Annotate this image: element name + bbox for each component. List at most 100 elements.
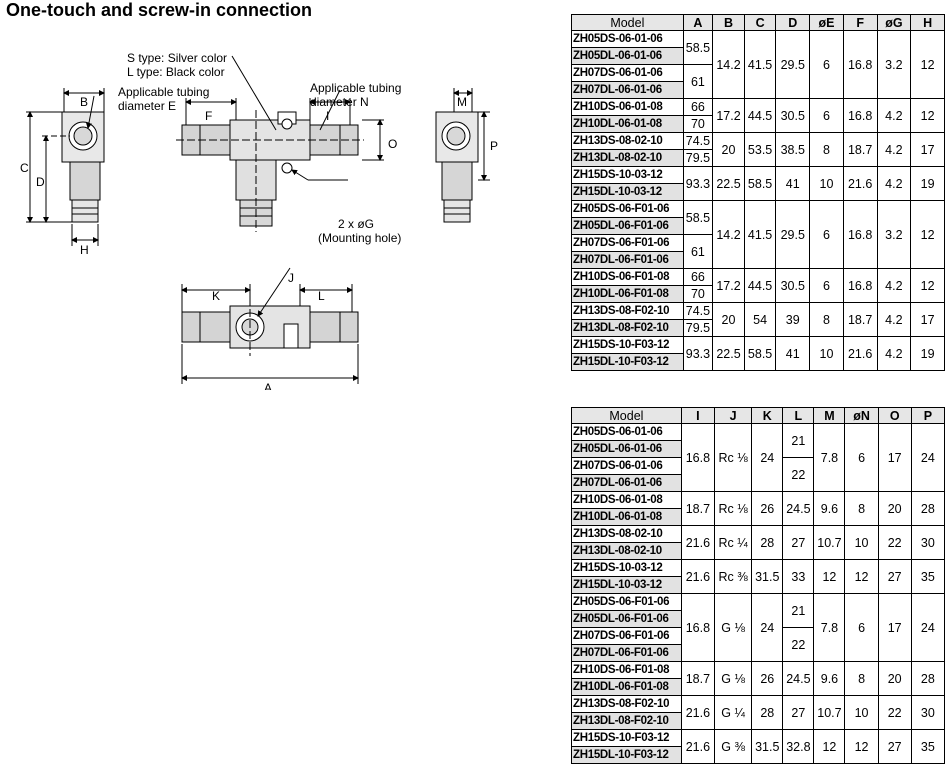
value-cell: 58.5 [682, 30, 714, 65]
value-cell: 21.6 [842, 336, 878, 371]
value-cell: 20 [712, 132, 745, 167]
column-header: D [775, 14, 811, 31]
value-cell: 39 [775, 302, 811, 337]
value-cell: 28 [751, 525, 784, 560]
model-cell: ZH07DL-06-F01-06 [571, 251, 684, 269]
value-cell: 9.6 [813, 491, 846, 526]
side-view-left [61, 111, 105, 223]
model-cell: ZH07DS-06-01-06 [571, 64, 684, 82]
value-cell: 17.2 [712, 98, 745, 133]
column-header: I [680, 407, 715, 424]
model-cell: ZH07DL-06-F01-06 [571, 644, 682, 662]
value-cell: 10 [844, 525, 879, 560]
value-cell: 30.5 [775, 98, 811, 133]
value-cell: 26 [751, 491, 784, 526]
value-cell: 22 [782, 457, 815, 492]
model-cell: ZH05DS-06-01-06 [571, 30, 684, 48]
value-cell: 22.5 [712, 166, 745, 201]
tubing-e-label-line2: diameter E [118, 99, 176, 113]
model-cell: ZH13DS-08-02-10 [571, 525, 682, 543]
value-cell: 12 [910, 98, 945, 133]
value-cell: 18.7 [680, 491, 715, 526]
value-cell: 16.8 [680, 423, 715, 492]
value-cell: 21.6 [680, 525, 715, 560]
value-cell: 35 [910, 729, 946, 764]
column-header: M [813, 407, 846, 424]
model-cell: ZH05DS-06-F01-06 [571, 200, 684, 218]
column-header: L [782, 407, 815, 424]
value-cell: 16.8 [842, 98, 878, 133]
model-cell: ZH15DL-10-F03-12 [571, 353, 684, 371]
dim-c-label: C [20, 161, 29, 175]
value-cell: 28 [910, 661, 946, 696]
value-cell: 66 [682, 98, 714, 116]
value-cell: 29.5 [775, 30, 811, 99]
dimension-drawing: S type: Silver color L type: Black color… [20, 51, 498, 390]
value-cell: 27 [877, 729, 912, 764]
value-cell: 4.2 [876, 336, 912, 371]
l-type-label: L type: Black color [127, 65, 225, 79]
value-cell: 4.2 [876, 132, 912, 167]
value-cell: Rc ⅜ [713, 559, 753, 594]
value-cell: 10.7 [813, 695, 846, 730]
model-cell: ZH05DS-06-F01-06 [571, 593, 682, 611]
column-header: Model [571, 14, 684, 31]
dim-b-label: B [80, 95, 88, 109]
column-header: O [877, 407, 912, 424]
model-cell: ZH15DS-10-03-12 [571, 166, 684, 184]
model-cell: ZH13DS-08-F02-10 [571, 695, 682, 713]
column-header: A [682, 14, 714, 31]
value-cell: 54 [743, 302, 777, 337]
value-cell: 30.5 [775, 268, 811, 303]
value-cell: 61 [682, 234, 714, 269]
model-cell: ZH10DS-06-01-08 [571, 98, 684, 116]
table-row: ZH07DL-06-F01-06 [571, 644, 945, 662]
table-row: ZH07DL-06-F01-06 [571, 251, 945, 269]
table-row: ZH13DL-08-02-10 [571, 542, 945, 560]
value-cell: 22 [782, 627, 815, 662]
value-cell: Rc ¼ [713, 525, 753, 560]
value-cell: 20 [877, 491, 912, 526]
model-cell: ZH10DS-06-F01-08 [571, 268, 684, 286]
value-cell: 31.5 [751, 729, 784, 764]
column-header: K [751, 407, 784, 424]
model-cell: ZH10DL-06-F01-08 [571, 678, 682, 696]
value-cell: 21.6 [842, 166, 878, 201]
value-cell: 3.2 [876, 30, 912, 99]
dim-o-label: O [388, 137, 397, 151]
value-cell: 26 [751, 661, 784, 696]
value-cell: 21.6 [680, 729, 715, 764]
value-cell: 21 [782, 423, 815, 458]
model-cell: ZH07DL-06-01-06 [571, 474, 682, 492]
value-cell: 18.7 [842, 302, 878, 337]
column-header: P [910, 407, 946, 424]
value-cell: 10 [844, 695, 879, 730]
value-cell: 22.5 [712, 336, 745, 371]
value-cell: Rc ⅛ [713, 423, 753, 492]
table-row: ZH15DL-10-03-12 [571, 576, 945, 594]
value-cell: 41.5 [743, 30, 777, 99]
dim-j-label: J [288, 271, 294, 285]
value-cell: 17 [910, 132, 945, 167]
value-cell: 70 [682, 115, 714, 133]
value-cell: 44.5 [743, 268, 777, 303]
value-cell: 20 [712, 302, 745, 337]
value-cell: 93.3 [682, 336, 714, 371]
value-cell: 4.2 [876, 268, 912, 303]
dim-k-label: K [212, 289, 220, 303]
column-header: øE [809, 14, 844, 31]
model-cell: ZH05DL-06-F01-06 [571, 217, 684, 235]
table-row: ZH13DL-08-F02-10 [571, 712, 945, 730]
value-cell: 30 [910, 695, 946, 730]
value-cell: 7.8 [813, 593, 846, 662]
value-cell: 10.7 [813, 525, 846, 560]
